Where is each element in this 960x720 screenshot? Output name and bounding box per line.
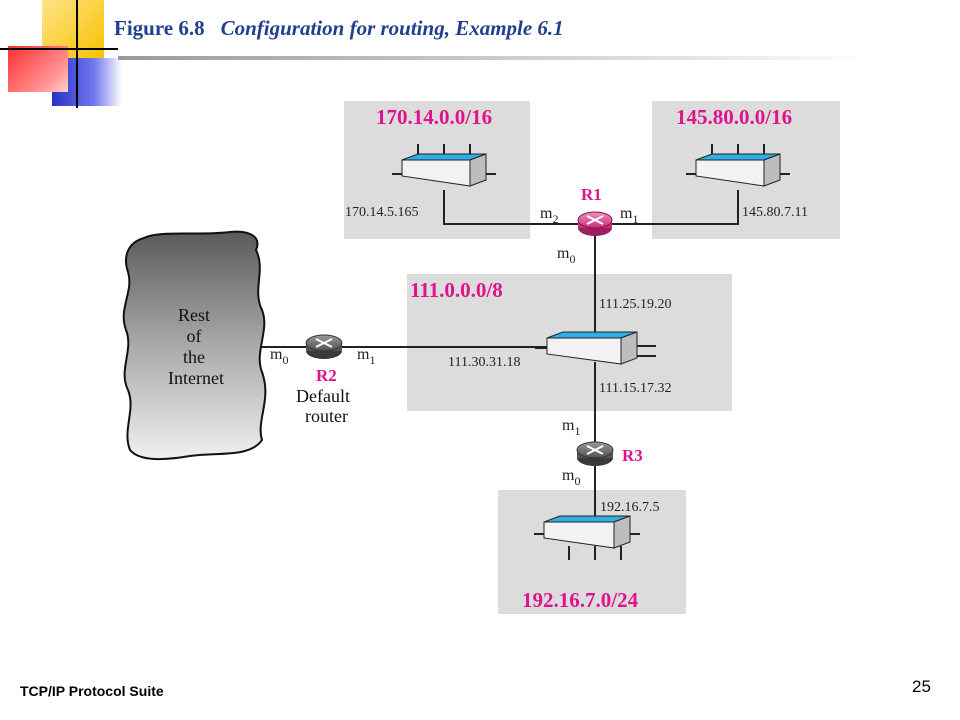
corner-square-red — [8, 46, 68, 92]
port-r1-m1: m1 — [620, 205, 638, 226]
port-r2-m1: m1 — [357, 346, 375, 367]
cloud-text-line4: Internet — [168, 368, 224, 388]
cloud-icon — [122, 230, 267, 461]
footer-title: TCP/IP Protocol Suite — [20, 683, 164, 699]
page-number: 25 — [912, 677, 931, 696]
switch-111 — [535, 331, 656, 365]
port-r3-m1: m1 — [562, 417, 580, 438]
ip-192: 192.16.7.5 — [600, 500, 660, 515]
ip-170: 170.14.5.165 — [345, 205, 419, 220]
corner-hline — [0, 48, 118, 50]
switch-192 — [534, 515, 640, 560]
network-label-145: 145.80.0.0/16 — [676, 105, 792, 129]
router-r2-role-line1: Default — [296, 386, 350, 406]
port-r2-m0: m0 — [270, 346, 288, 367]
figure-title: Figure 6.8 Configuration for routing, Exa… — [114, 16, 564, 41]
port-r3-m0: m0 — [562, 467, 580, 488]
router-r1-icon — [577, 211, 613, 236]
cloud-text-line1: Rest — [178, 305, 210, 325]
ip-111-r3: 111.15.17.32 — [599, 381, 671, 396]
network-label-192: 192.16.7.0/24 — [522, 588, 639, 612]
router-r1-label: R1 — [581, 185, 602, 204]
router-r3-label: R3 — [622, 446, 643, 465]
router-r2-label: R2 — [316, 366, 337, 385]
network-label-111: 111.0.0.0/8 — [410, 278, 503, 302]
corner-vline — [76, 0, 78, 108]
title-underline — [118, 56, 868, 60]
figure-caption: Configuration for routing, Example 6.1 — [220, 16, 564, 40]
ip-111-r1: 111.25.19.20 — [599, 297, 671, 312]
link-lines — [238, 190, 739, 517]
port-r1-m0: m0 — [557, 245, 575, 266]
cloud-text-line3: the — [183, 347, 205, 367]
ip-145: 145.80.7.11 — [742, 205, 808, 220]
network-box-192 — [498, 490, 686, 614]
router-r3-icon — [576, 441, 614, 466]
network-label-170: 170.14.0.0/16 — [376, 105, 492, 129]
router-r2-icon — [305, 334, 343, 359]
ip-111-r2: 111.30.31.18 — [448, 355, 520, 370]
router-r2-role-line2: router — [305, 406, 348, 426]
switch-170 — [392, 144, 496, 187]
link-r1-145 — [612, 190, 739, 225]
cloud-text-line2: of — [187, 326, 202, 346]
port-r1-m2: m2 — [540, 205, 558, 226]
switch-145 — [686, 144, 790, 187]
figure-number: Figure 6.8 — [114, 16, 205, 40]
link-170-r1 — [443, 190, 578, 225]
